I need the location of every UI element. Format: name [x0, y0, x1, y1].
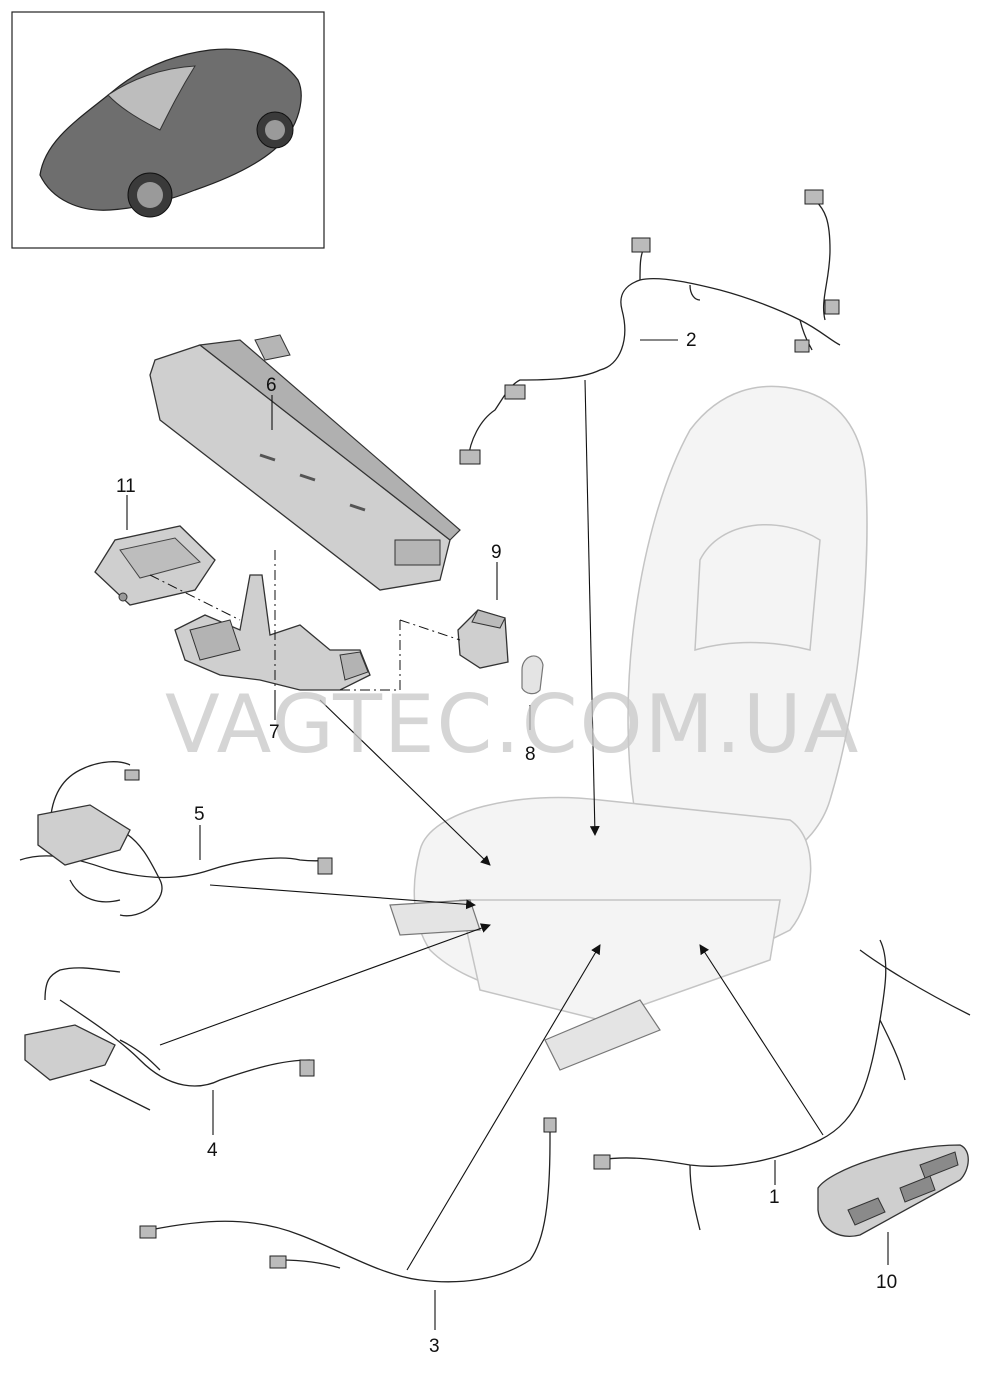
- callout-5: 5: [194, 804, 205, 825]
- callout-2: 2: [686, 330, 697, 351]
- part-10-switch-panel: [817, 1144, 969, 1237]
- part-4-wiring-harness: [24, 967, 315, 1111]
- part-9-module: [457, 609, 509, 669]
- callout-3: 3: [429, 1336, 440, 1357]
- vehicle-thumbnail: [11, 11, 325, 249]
- callout-9: 9: [491, 542, 502, 563]
- callout-labels: 1 2 3 4 5 6 7 8 9 10 11: [116, 330, 897, 1357]
- callout-4: 4: [207, 1140, 218, 1161]
- callout-8: 8: [525, 744, 536, 765]
- callout-1: 1: [769, 1187, 780, 1208]
- car-icon: [39, 48, 302, 211]
- part-3-wiring-harness: [139, 1117, 557, 1283]
- watermark-text: VAGTEC.COM.UA: [165, 678, 860, 771]
- leader-arrows: [159, 379, 824, 1271]
- part-5-wiring-harness: [19, 761, 333, 917]
- callout-6: 6: [266, 375, 277, 396]
- part-7-bracket: [174, 574, 371, 691]
- part-11-control-module: [94, 525, 216, 606]
- callout-11: 11: [116, 476, 136, 497]
- part-1-wiring-harness: [593, 939, 971, 1231]
- part-8-clip: [521, 655, 544, 695]
- part-2-wiring-harness: [459, 189, 841, 465]
- callout-10: 10: [876, 1272, 897, 1293]
- callout-7: 7: [269, 722, 280, 743]
- assembly-lines: [149, 550, 461, 691]
- seat-assembly: [389, 385, 868, 1071]
- part-6-frame-plate: [149, 334, 461, 591]
- callout-leaders: [126, 339, 889, 1330]
